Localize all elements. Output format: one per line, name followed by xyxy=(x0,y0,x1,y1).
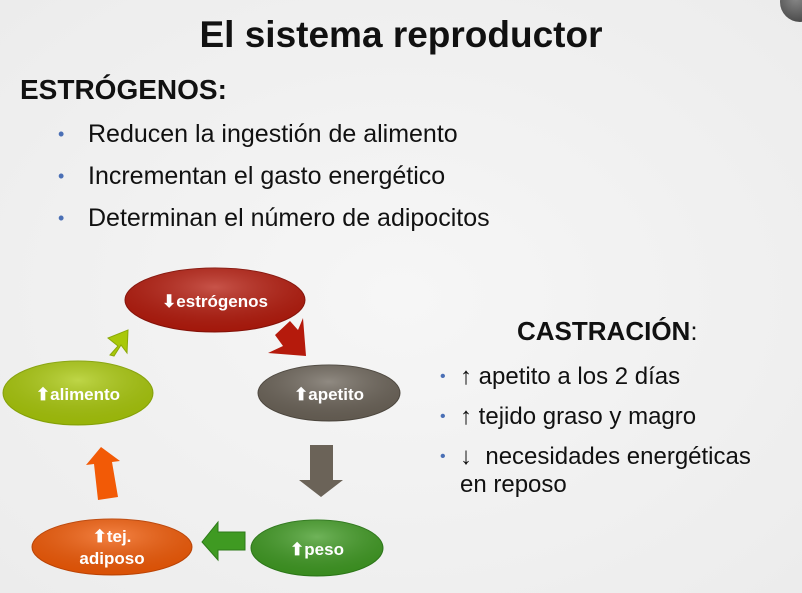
subtitle: ESTRÓGENOS: xyxy=(20,74,227,105)
node-alimento: ⬆alimento xyxy=(2,360,154,426)
svg-text:⬆alimento: ⬆alimento xyxy=(36,385,120,404)
bullet-item: •Reducen la ingestión de alimento xyxy=(58,120,458,148)
arrow-apetito-to-peso xyxy=(299,445,343,497)
castration-item: •↑ apetito a los 2 días xyxy=(440,363,681,390)
castration-item: •↑ tejido graso y magro xyxy=(440,403,697,430)
arrow-peso-to-adiposo xyxy=(201,520,246,562)
pushpin-icon xyxy=(780,0,802,22)
svg-text:adiposo: adiposo xyxy=(79,549,144,568)
arrow-adiposo-to-alimento xyxy=(86,447,120,500)
node-apetito: ⬆apetito xyxy=(257,364,401,422)
estrogen-bullets: •Reducen la ingestión de alimento •Incre… xyxy=(58,118,490,244)
node-tejido-adiposo: ⬆tej. adiposo xyxy=(31,518,193,576)
bullet-item: •Incrementan el gasto energético xyxy=(58,162,446,190)
slide-title: El sistema reproductor xyxy=(199,14,603,55)
node-peso: ⬆peso xyxy=(250,519,384,577)
castration-heading: CASTRACIÓN: xyxy=(517,316,698,346)
node-estrogenos: ⬇estrógenos xyxy=(124,267,306,333)
svg-text:⬆apetito: ⬆apetito xyxy=(294,385,364,404)
svg-text:⬇estrógenos: ⬇estrógenos xyxy=(162,292,268,311)
svg-text:⬆peso: ⬆peso xyxy=(290,540,344,559)
cycle-diagram: ⬇estrógenos ⬆apetito ⬆peso ⬆tej. adiposo… xyxy=(2,267,401,577)
svg-text:⬆tej.: ⬆tej. xyxy=(93,527,132,546)
castration-list: •↑ apetito a los 2 días •↑ tejido graso … xyxy=(440,360,800,508)
arrow-estrogen-to-apetito xyxy=(268,318,306,356)
arrow-alimento-to-estrogen xyxy=(107,329,129,357)
bullet-item: •Determinan el número de adipocitos xyxy=(58,204,490,232)
